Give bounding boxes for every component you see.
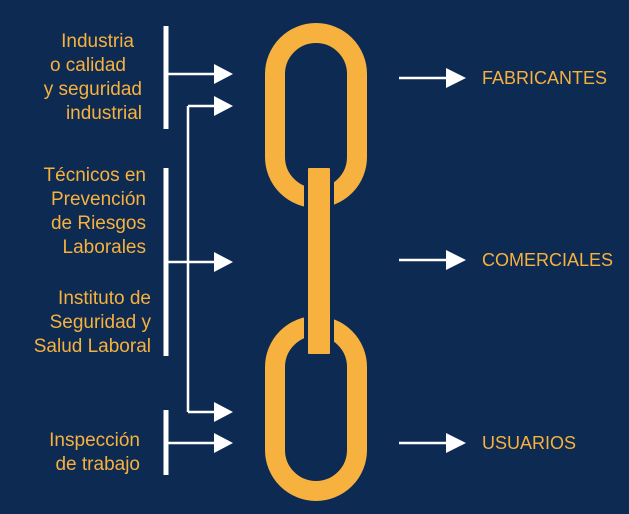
label-line: Industria: [61, 31, 134, 52]
label-line: Seguridad y: [49, 312, 151, 333]
arrow-head-mid: [214, 252, 233, 272]
arrow-head-top: [214, 96, 233, 116]
label-industria: Industria o calidad y seguridad industri…: [10, 30, 142, 126]
arrow-head-industria: [214, 64, 233, 84]
arrow-head-fabricantes: [446, 68, 466, 88]
label-comerciales: COMERCIALES: [482, 250, 614, 270]
label-inspeccion: Inspección de trabajo: [10, 429, 140, 477]
arrow-head-inspeccion: [214, 433, 233, 453]
label-line: o calidad: [49, 55, 126, 76]
arrow-right-icon: [214, 64, 466, 453]
label-line: Salud Laboral: [33, 336, 151, 357]
label-line: de Riesgos: [50, 213, 146, 234]
label-line: industrial: [65, 103, 142, 124]
label-line: de trabajo: [55, 454, 140, 475]
label-line: Laborales: [62, 237, 146, 258]
arrow-head-usuarios: [446, 433, 466, 453]
arrow-head-bottom: [214, 402, 233, 422]
label-fabricantes: FABRICANTES: [482, 68, 608, 88]
label-line: Inspección: [49, 430, 140, 451]
label-line: Instituto de: [58, 288, 151, 309]
label-usuarios: USUARIOS: [482, 433, 577, 453]
arrow-head-comerciales: [446, 250, 466, 270]
label-line: Técnicos en: [43, 165, 146, 186]
chain-icon: [265, 23, 367, 501]
label-tecnicos: Técnicos en Prevención de Riesgos Labora…: [10, 164, 146, 260]
label-line: Prevención: [50, 189, 146, 210]
label-instituto: Instituto de Seguridad y Salud Laboral: [10, 287, 151, 359]
chain-link-middle: [304, 164, 334, 358]
label-line: y seguridad: [43, 79, 142, 100]
